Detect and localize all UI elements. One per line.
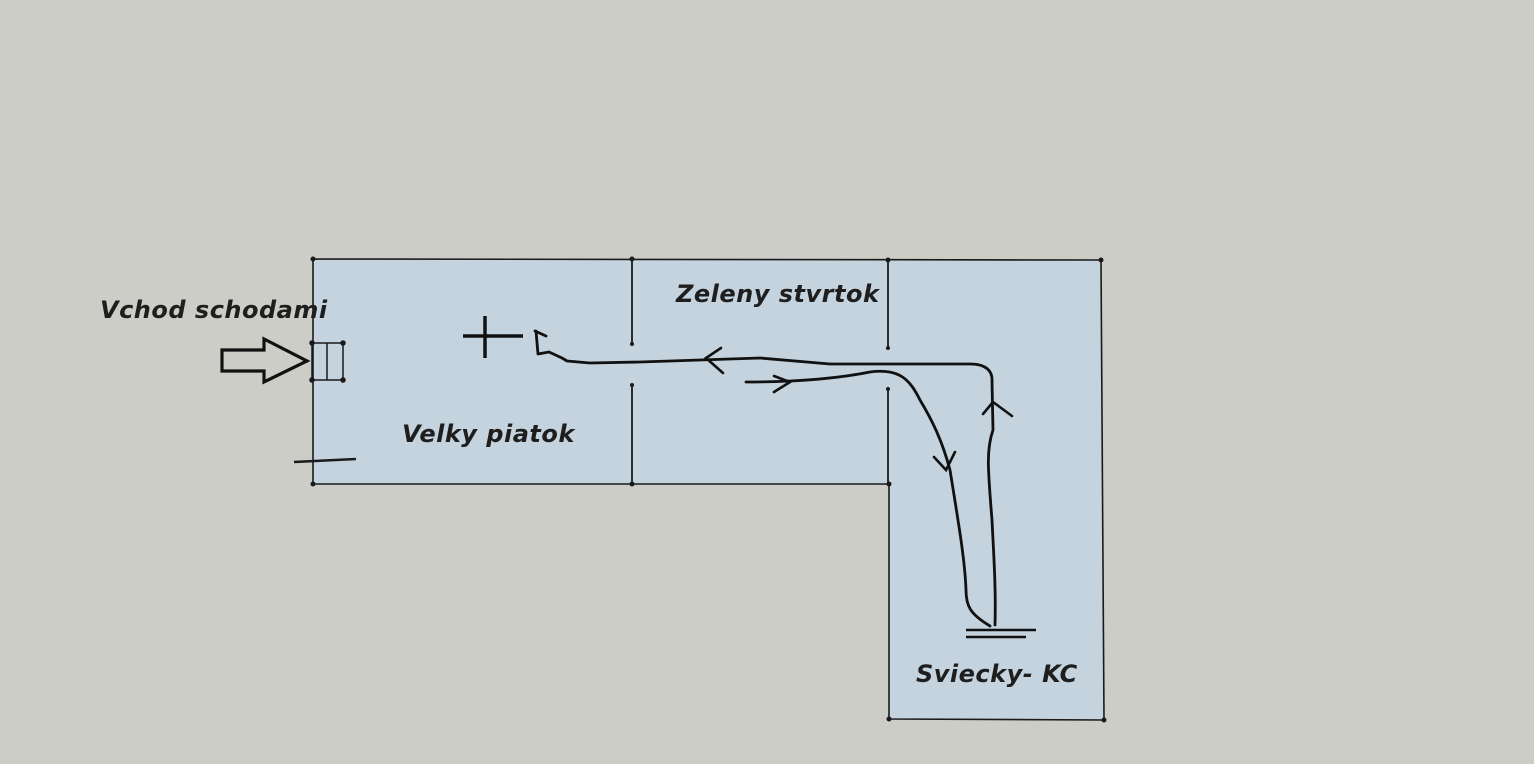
room-label-velky-piatok: Velky piatok (402, 420, 575, 448)
room-label-sviecky-kc: Sviecky- KC (916, 660, 1078, 688)
arrow-right-icon (220, 336, 311, 385)
stray-mark (293, 457, 357, 464)
entrance-label: Vchod schodami (100, 296, 328, 324)
wall-corner-dots (310, 256, 1107, 723)
entrance-door (309, 340, 346, 383)
room-label-zeleny-stvrtok: Zeleny stvrtok (676, 280, 880, 308)
partition-walls (631, 259, 889, 484)
path-end-marks (966, 628, 1036, 639)
floor-area (312, 258, 1105, 721)
cross-icon (463, 316, 523, 358)
walking-path (533, 329, 997, 628)
path-arrowheads (703, 346, 1014, 473)
